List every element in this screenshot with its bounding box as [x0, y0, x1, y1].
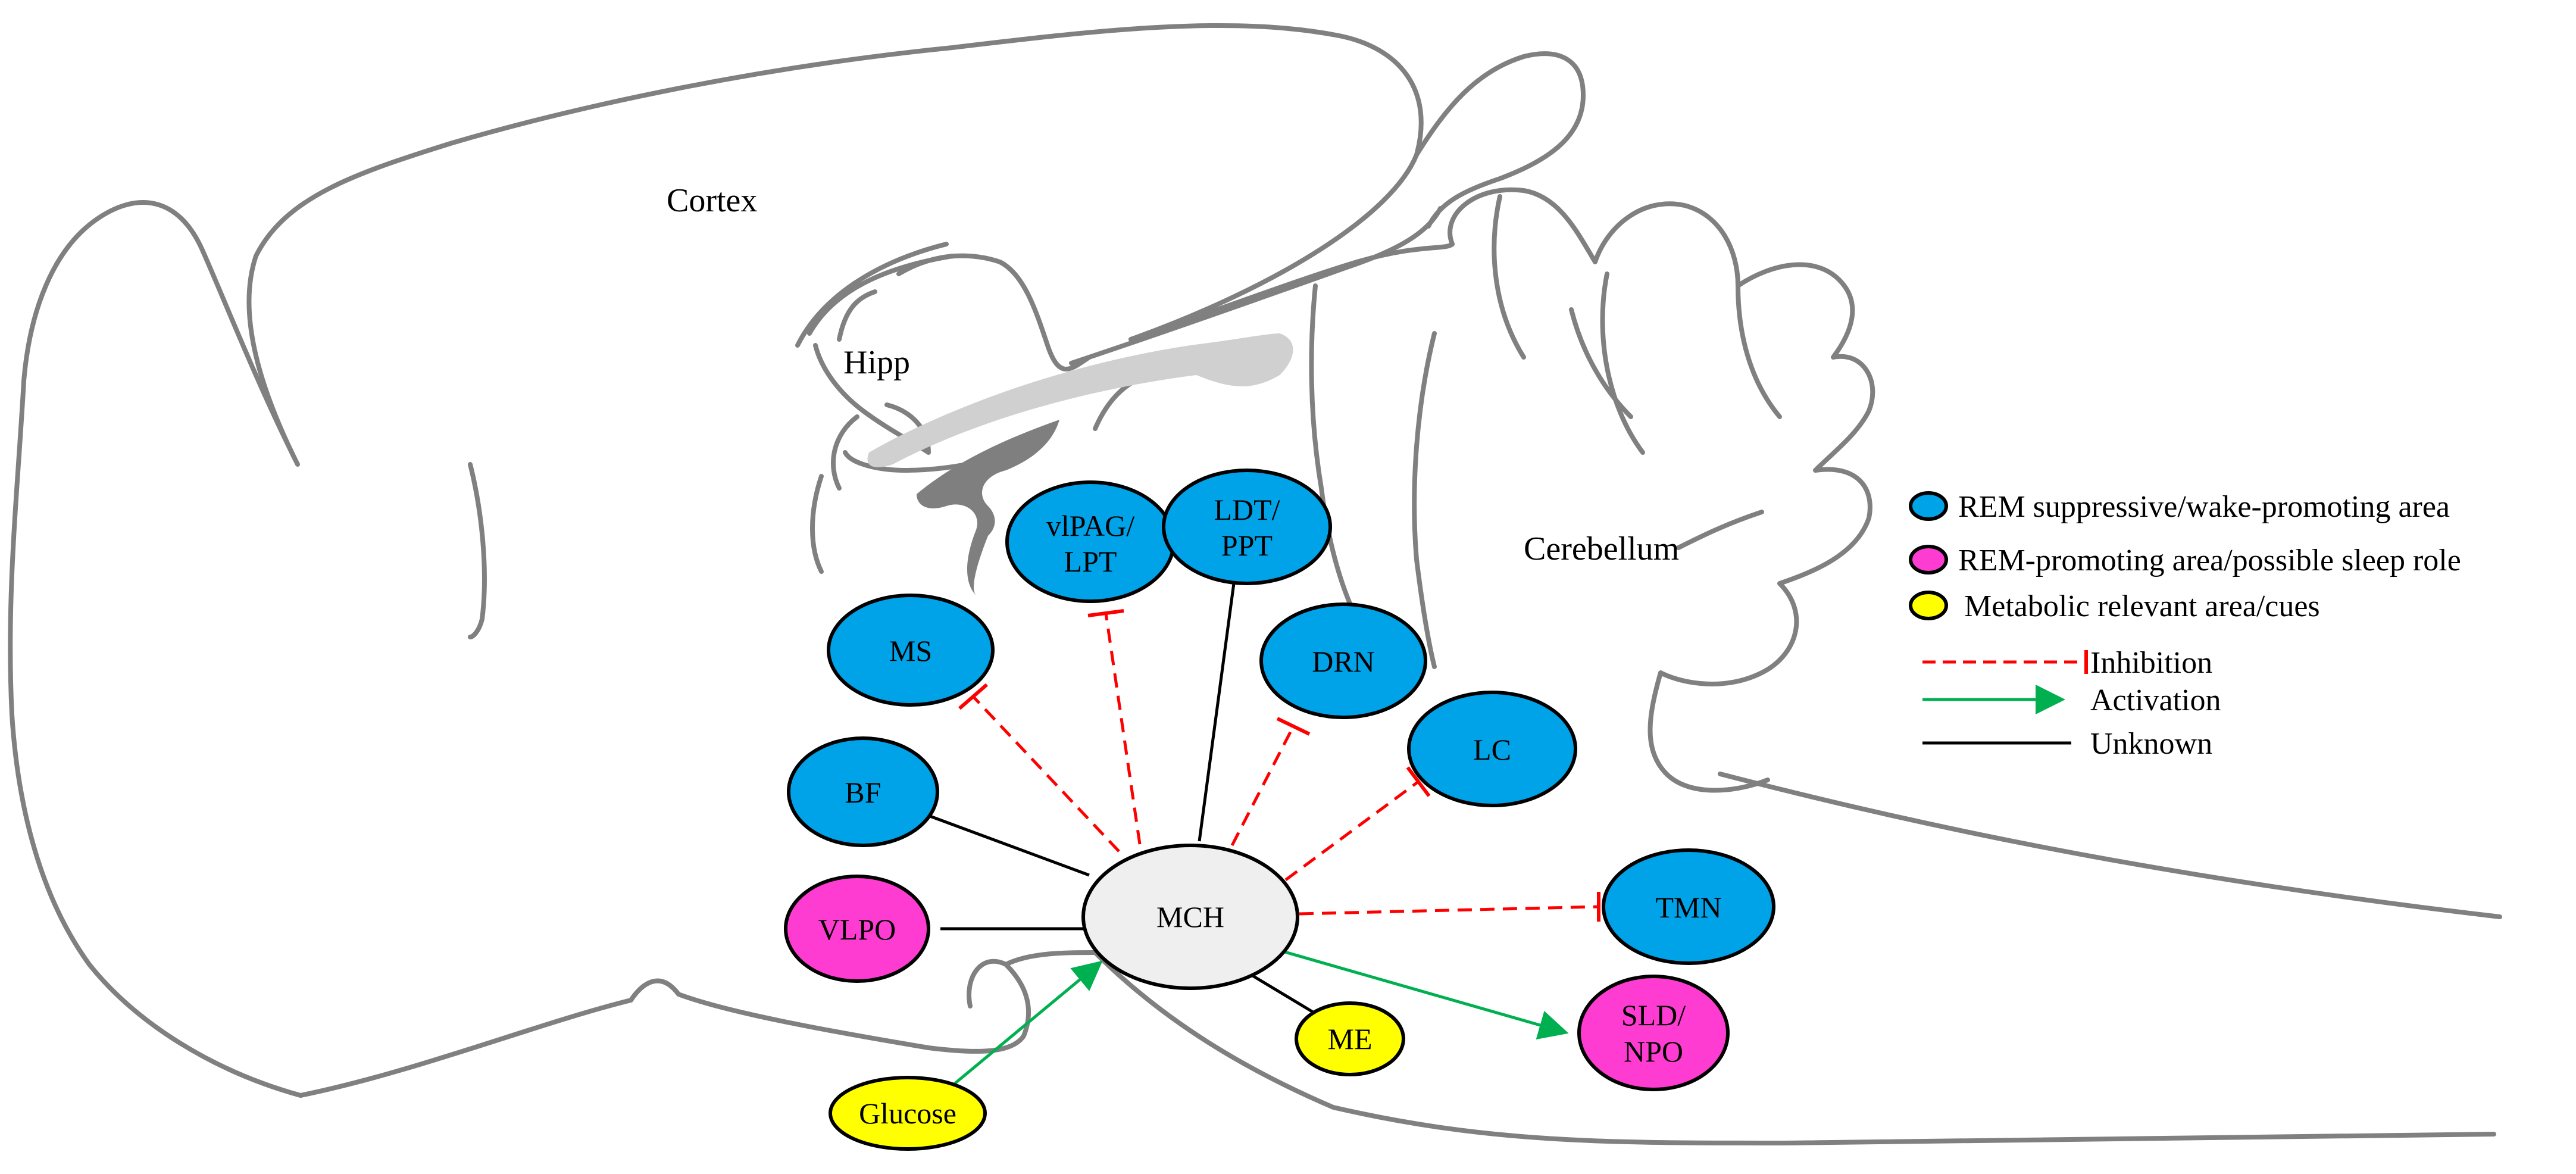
legend-swatch-metabolic — [1909, 591, 1948, 620]
activation-glucose-mch — [939, 960, 1103, 1097]
legend-rem-promoting: REM-promoting area/possible sleep role — [1958, 544, 2461, 577]
mch-label: MCH — [1156, 900, 1224, 933]
inhibition-tbar-ms — [958, 683, 988, 710]
legend-swatch-rem-promoting — [1909, 545, 1948, 574]
cerebellum-outline — [1448, 187, 1875, 793]
vlpag-lpt-label-2: LPT — [1064, 545, 1117, 578]
legend-unknown: Unknown — [2090, 727, 2212, 761]
ventricle-dark — [917, 420, 1059, 595]
inhibition-tbar-drn — [1276, 717, 1311, 736]
brain-outer-outline — [8, 23, 1424, 1098]
inhibition-tbar-vlpag — [1087, 609, 1124, 617]
sld-npo-node — [1577, 975, 1730, 1091]
me-node — [1295, 1001, 1405, 1076]
ventral-forebrain-outline — [298, 950, 1098, 1098]
ldt-ppt-label-2: PPT — [1221, 529, 1273, 562]
cerebellum-label: Cerebellum — [1524, 530, 1679, 567]
tmn-node — [1602, 848, 1775, 965]
glucose-label: Glucose — [859, 1097, 956, 1130]
bf-label: BF — [845, 776, 881, 809]
colliculi-contour — [1414, 51, 1586, 229]
inhibition-mch-ms — [972, 695, 1120, 853]
inhibition-mch-vlpag — [1104, 613, 1142, 845]
brainstem-ventral-line — [1093, 950, 2496, 1145]
bf-node — [787, 736, 939, 847]
activation-mch-sld — [1278, 948, 1569, 1040]
vlpo-node — [784, 875, 930, 983]
vlpo-label: VLPO — [818, 913, 896, 946]
ldt-ppt-label-1: LDT/ — [1214, 493, 1280, 526]
ms-label: MS — [889, 634, 932, 667]
cerebellum-inner-folia — [1492, 194, 1782, 550]
tmn-label: TMN — [1655, 891, 1721, 924]
connections — [928, 565, 1600, 1097]
nodes: MCH vlPAG/ LPT LDT/ PPT MS DRN LC BF VLP… — [784, 469, 1775, 1151]
brain-outline — [8, 23, 2502, 1145]
mch-node — [1081, 844, 1299, 990]
ms-node — [827, 594, 995, 707]
legend-swatch-rem-suppressive — [1909, 491, 1948, 521]
glucose-node — [829, 1076, 987, 1151]
inhibition-mch-tmn — [1299, 905, 1599, 916]
drn-node — [1259, 602, 1427, 719]
olfactory-contour — [468, 462, 487, 639]
legend-inhibition: Inhibition — [2090, 646, 2212, 680]
vlpag-lpt-label-1: vlPAG/ — [1046, 509, 1134, 542]
hipp-label: Hipp — [843, 344, 910, 381]
ventricle-light — [867, 333, 1293, 467]
sld-npo-label-1: SLD/ — [1621, 998, 1686, 1032]
unknown-mch-bf — [928, 814, 1090, 877]
lc-node — [1407, 691, 1577, 807]
brainstem-dorsal-line — [1718, 772, 2502, 919]
cortex-label: Cortex — [667, 182, 757, 219]
ldt-ppt-node — [1162, 469, 1332, 585]
me-label: ME — [1328, 1022, 1373, 1056]
midbrain-contour — [1069, 206, 1455, 366]
legend: REM suppressive/wake-promoting area REM-… — [1909, 490, 2461, 761]
unknown-mch-me — [1245, 970, 1314, 1014]
lc-label: LC — [1473, 733, 1511, 766]
inhibition-mch-drn — [1230, 725, 1295, 847]
inhibition-tbar-lc — [1406, 766, 1431, 797]
sld-npo-label-2: NPO — [1624, 1035, 1683, 1068]
inhibition-mch-lc — [1284, 780, 1420, 882]
legend-activation: Activation — [2090, 683, 2221, 717]
legend-metabolic: Metabolic relevant area/cues — [1964, 589, 2320, 623]
unknown-mch-ldt — [1198, 565, 1238, 842]
hippocampus-outline — [795, 242, 1092, 455]
drn-label: DRN — [1312, 645, 1375, 678]
legend-rem-suppressive: REM suppressive/wake-promoting area — [1958, 490, 2450, 524]
